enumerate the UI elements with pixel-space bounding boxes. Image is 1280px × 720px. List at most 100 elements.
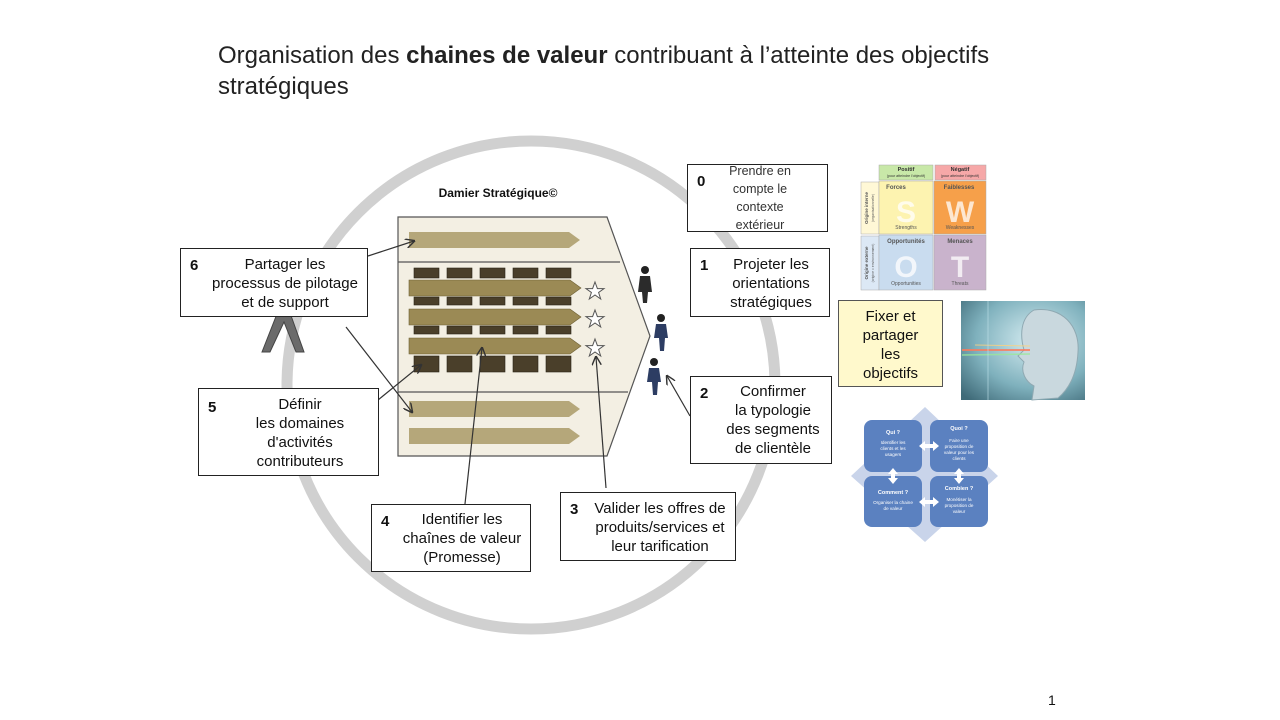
step-line: leur tarification [611,538,709,555]
star-icon [584,280,606,358]
step-line: contributeurs [256,453,344,470]
step-line: stratégiques [730,294,812,311]
canvas-comment-title: Comment ? [878,490,909,496]
step-line: produits/services et [595,519,725,536]
swot-opportunities: Opportunities [891,281,921,287]
swot-matrix [860,164,987,291]
value-canvas [851,407,998,542]
swot-w-cell [933,180,987,235]
canvas-qui-line: Identifier les [881,440,906,445]
step-2-box: 2 Confirmer la typologie des segments de… [690,376,832,464]
step-text: Prendre en compte le contexte extérieur [716,162,804,234]
swot-positif: Positif [898,167,915,173]
canvas-qui-line: usagers [885,452,902,457]
title-emphasis: chaines de valeur [406,42,608,69]
step-6-box: 6 Partager les processus de pilotage et … [180,248,368,317]
swot-externe-sub: (origine = environnement) [871,244,875,283]
canvas-qui-box [864,420,922,472]
canvas-qui-line: clients et les [880,446,906,451]
step-line: extérieur [735,218,785,232]
canvas-quoi-line: proposition de [945,444,974,449]
objectifs-line: Fixer et [865,308,916,325]
swot-strengths: Strengths [895,225,917,231]
step-line: contexte [736,200,784,214]
step-line: Projeter les [733,256,809,273]
canvas-comment-line: Organiser la chaine [873,500,913,505]
step-line: de clientèle [735,440,811,457]
step-line: orientations [732,275,810,292]
page-number: 1 [1048,692,1056,708]
objectifs-box: Fixer et partager les objectifs [838,300,943,387]
step-line: Partager les [244,256,326,273]
step-number: 2 [700,385,709,402]
step-line: compte le [732,182,788,196]
objectifs-line: les [880,346,901,363]
swot-o-letter: O [894,251,917,284]
step-text: Confirmer la typologie des segments de c… [715,382,831,458]
canvas-quoi-line: clients [952,456,966,461]
step-5-box: 5 Définir les domaines d'activités contr… [198,388,379,476]
step-number: 5 [208,399,217,416]
customer-figure-icon [638,266,668,395]
step-number: 3 [570,501,579,518]
slide-title: Organisation des chaines de valeur contr… [218,42,990,100]
swot-w-letter: W [946,196,975,229]
swot-o-cell [878,234,934,291]
step-line: les domaines [255,415,345,432]
canvas-quoi-title: Quoi ? [950,426,968,432]
swot-menaces: Menaces [947,239,973,245]
canvas-combien-line: valeur [953,509,966,514]
swot-forces: Forces [886,185,906,191]
swot-negatif-sub: (pour atteindre l'objectif) [941,174,979,178]
canvas-qui-title: Qui ? [886,430,901,436]
step-text: Définir les domaines d'activités contrib… [225,395,375,471]
canvas-combien-box [930,476,988,527]
objectifs-line: partager [862,327,919,344]
step-number: 1 [700,257,709,274]
swot-t-letter: T [951,251,969,284]
swot-negatif: Négatif [951,167,970,173]
step-line: Valider les offres de [594,500,726,517]
step-number: 0 [697,173,706,190]
step-number: 6 [190,257,199,274]
swot-opportunites: Opportunités [887,239,925,245]
step-line: des segments [726,421,820,438]
step-line: Identifier les [421,511,503,528]
step-line: Définir [278,396,322,413]
connector-arrows [345,241,691,514]
objectifs-line: objectifs [862,365,919,382]
swot-interne: Origine interne [864,192,869,225]
swot-s-cell [878,180,934,235]
damier-grid [413,267,572,373]
step-line: chaînes de valeur [402,530,522,547]
damier-bottom-bars [409,401,580,444]
swot-weaknesses: Weaknesses [946,225,975,231]
vision-photo [961,301,1085,401]
step-text: Projeter les orientations stratégiques [715,255,827,312]
canvas-comment-box [864,476,922,527]
damier-title: Damier Stratégique© [438,186,558,200]
swot-t-cell [933,234,987,291]
step-number: 4 [381,513,390,530]
damier-top-bar [409,232,580,248]
value-chain-bars [408,279,582,355]
canvas-combien-title: Combien ? [945,486,974,492]
canvas-quoi-line: Faire une [949,438,969,443]
step-line: la typologie [735,402,811,419]
canvas-quoi-line: valeur pour les [944,450,975,455]
step-line: d'activités [267,434,333,451]
swot-positif-sub: (pour atteindre l'objectif) [887,174,925,178]
swot-faiblesses: Faiblesses [944,185,975,191]
step-text: Valider les offres de produits/services … [585,499,735,556]
step-line: processus de pilotage [212,275,358,292]
swot-interne-sub: (organisationnelle) [871,194,875,222]
step-line: et de support [241,294,329,311]
step-1-box: 1 Projeter les orientations stratégiques [690,248,830,317]
swot-threats: Threats [952,281,969,287]
canvas-combien-line: Monétiser la [946,497,971,502]
canvas-combien-line: proposition de [945,503,974,508]
step-4-box: 4 Identifier les chaînes de valeur (Prom… [371,504,531,572]
damier-board [397,216,651,457]
canvas-quoi-box [930,420,988,472]
